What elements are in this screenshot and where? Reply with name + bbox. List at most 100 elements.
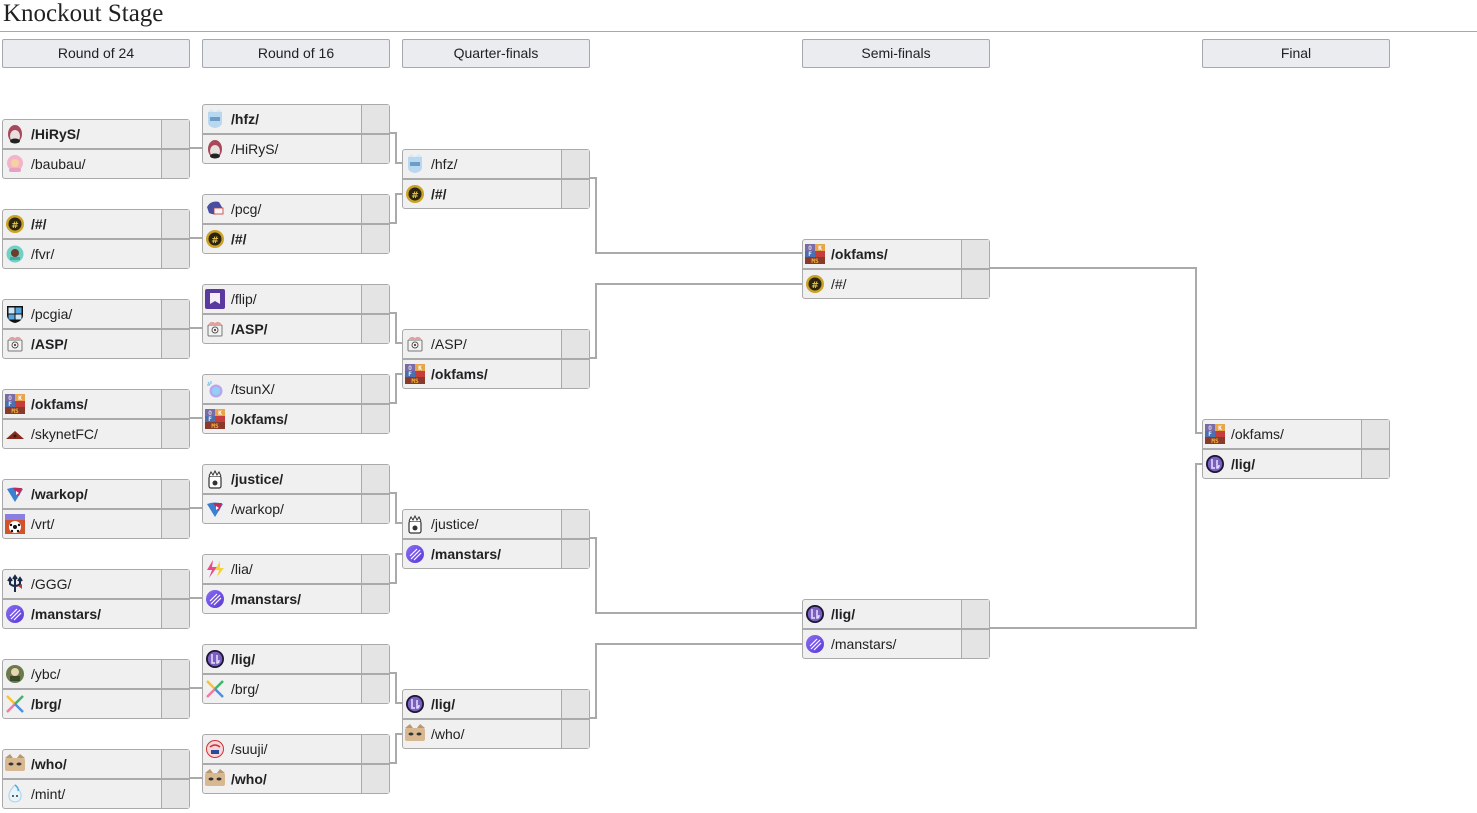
team-name[interactable]: /ASP/ (431, 336, 467, 352)
losing-team[interactable]: /ASP/ (403, 330, 561, 358)
losing-team[interactable]: /pcg/ (203, 195, 361, 223)
winning-team[interactable]: /who/ (203, 765, 361, 793)
team-name[interactable]: /ASP/ (31, 336, 68, 352)
winning-team[interactable]: /manstars/ (3, 600, 161, 628)
team-name[interactable]: /manstars/ (831, 636, 897, 652)
team-name[interactable]: /hfz/ (231, 111, 259, 127)
team-name[interactable]: /who/ (31, 756, 67, 772)
winning-team[interactable]: /warkop/ (3, 480, 161, 508)
winning-team[interactable]: /lig/ (403, 690, 561, 718)
losing-team[interactable]: /pcgia/ (3, 300, 161, 328)
team-name[interactable]: /lig/ (231, 651, 256, 667)
team-name[interactable]: /GGG/ (31, 576, 72, 592)
team-name[interactable]: /HiRyS/ (31, 126, 81, 142)
team-name[interactable]: /justice/ (231, 471, 284, 487)
team-name[interactable]: /okfams/ (831, 246, 888, 262)
winning-team[interactable]: /lig/ (803, 600, 961, 628)
team-name[interactable]: /#/ (231, 231, 247, 247)
team-name[interactable]: /HiRyS/ (231, 141, 279, 157)
team-name[interactable]: /manstars/ (431, 546, 502, 562)
losing-team[interactable]: /manstars/ (803, 630, 961, 658)
team-name[interactable]: /lig/ (1231, 456, 1256, 472)
losing-team[interactable]: #/#/ (803, 270, 961, 298)
losing-team[interactable]: /skynetFC/ (3, 420, 161, 448)
hash-logo-icon: # (405, 184, 425, 204)
winning-team[interactable]: /lig/ (1203, 450, 1361, 478)
team-name[interactable]: /lia/ (231, 561, 253, 577)
team-name[interactable]: /suuji/ (231, 741, 268, 757)
winning-team[interactable]: /ASP/ (203, 315, 361, 343)
team-name[interactable]: /baubau/ (31, 156, 86, 172)
winning-team[interactable]: # /#/ (403, 180, 561, 208)
winning-team[interactable]: /manstars/ (403, 540, 561, 568)
losing-team[interactable]: /suuji/ (203, 735, 361, 763)
team-name[interactable]: /who/ (231, 771, 267, 787)
team-name[interactable]: /warkop/ (31, 486, 88, 502)
losing-team[interactable]: /mint/ (3, 780, 161, 808)
team-name[interactable]: /okfams/ (31, 396, 88, 412)
team-name[interactable]: /flip/ (231, 291, 257, 307)
team-slot: /suuji/ (203, 735, 389, 763)
team-name[interactable]: /pcgia/ (31, 306, 73, 322)
losing-team[interactable]: /warkop/ (203, 495, 361, 523)
team-name[interactable]: /ybc/ (31, 666, 61, 682)
winning-team[interactable]: #/#/ (203, 225, 361, 253)
losing-team[interactable]: /brg/ (203, 675, 361, 703)
team-name[interactable]: /brg/ (231, 681, 260, 697)
winning-team[interactable]: /hfz/ (203, 105, 361, 133)
svg-text:F: F (408, 371, 412, 378)
winning-team[interactable]: /brg/ (3, 690, 161, 718)
team-name[interactable]: /warkop/ (231, 501, 284, 517)
losing-team[interactable]: /justice/ (403, 510, 561, 538)
team-name[interactable]: /mint/ (31, 786, 66, 802)
team-name[interactable]: /#/ (31, 216, 47, 232)
team-name[interactable]: /ASP/ (231, 321, 268, 337)
winning-team[interactable]: #/#/ (3, 210, 161, 238)
losing-team[interactable]: /baubau/ (3, 150, 161, 178)
losing-team[interactable]: /lia/ (203, 555, 361, 583)
svg-text:K: K (218, 410, 222, 417)
losing-team[interactable]: /who/ (403, 720, 561, 748)
team-name[interactable]: /hfz/ (431, 156, 458, 172)
team-score (161, 120, 189, 148)
winning-team[interactable]: /ASP/ (3, 330, 161, 358)
team-name[interactable]: /#/ (431, 186, 447, 202)
team-name[interactable]: /skynetFC/ (31, 426, 98, 442)
team-name[interactable]: /#/ (831, 276, 847, 292)
svg-text:O: O (1208, 425, 1212, 432)
losing-team[interactable]: /ybc/ (3, 660, 161, 688)
team-name[interactable]: /lig/ (431, 696, 456, 712)
team-name[interactable]: /who/ (431, 726, 465, 742)
winning-team[interactable]: /justice/ (203, 465, 361, 493)
team-name[interactable]: /pcg/ (231, 201, 262, 217)
winning-team[interactable]: /lig/ (203, 645, 361, 673)
losing-team[interactable]: /HiRyS/ (203, 135, 361, 163)
losing-team[interactable]: /vrt/ (3, 510, 161, 538)
winning-team[interactable]: /HiRyS/ (3, 120, 161, 148)
team-name[interactable]: /okfams/ (231, 411, 288, 427)
winning-team[interactable]: /who/ (3, 750, 161, 778)
team-name[interactable]: /okfams/ (1231, 426, 1284, 442)
team-name[interactable]: /okfams/ (431, 366, 488, 382)
team-name[interactable]: /manstars/ (31, 606, 102, 622)
team-name[interactable]: /manstars/ (231, 591, 302, 607)
losing-team[interactable]: /GGG/ (3, 570, 161, 598)
team-name[interactable]: /brg/ (31, 696, 62, 712)
team-name[interactable]: /tsunX/ (231, 381, 275, 397)
flip-logo-icon (205, 289, 225, 309)
team-name[interactable]: /justice/ (431, 516, 479, 532)
losing-team[interactable]: /tsunX/ (203, 375, 361, 403)
team-name[interactable]: /fvr/ (31, 246, 55, 262)
winning-team[interactable]: /manstars/ (203, 585, 361, 613)
losing-team[interactable]: /hfz/ (403, 150, 561, 178)
team-name[interactable]: /lig/ (831, 606, 856, 622)
losing-team[interactable]: /fvr/ (3, 240, 161, 268)
losing-team[interactable]: /flip/ (203, 285, 361, 313)
team-name[interactable]: /vrt/ (31, 516, 55, 532)
team-score (161, 300, 189, 328)
